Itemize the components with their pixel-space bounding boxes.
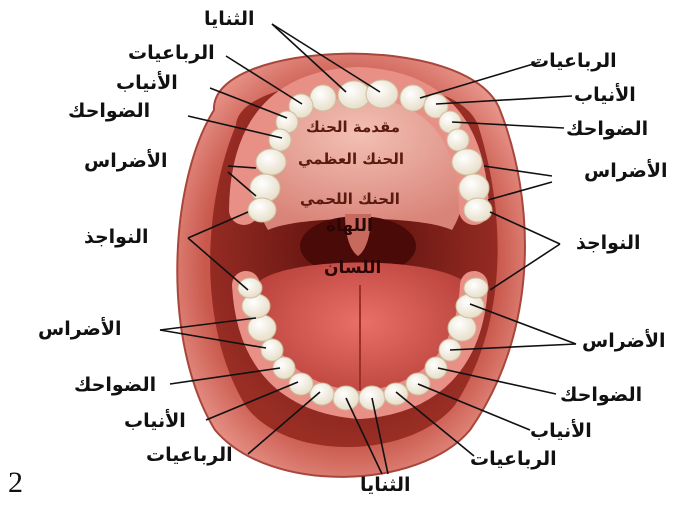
uvula-label: اللهاة: [326, 216, 373, 236]
page-number: 2: [8, 466, 23, 500]
label-lower-right-premolars: الضواحك: [560, 384, 642, 406]
label-lower-left-molars: الأضراس: [38, 318, 122, 340]
upper-tooth-10: [256, 149, 286, 175]
label-lower-left-lateral-incisors: الرباعيات: [146, 444, 233, 466]
label-upper-right-premolars: الضواحك: [566, 118, 648, 140]
upper-tooth-2: [310, 85, 336, 111]
label-upper-central-incisors: الثنايا: [204, 8, 255, 30]
lower-tooth-8: [261, 339, 283, 361]
label-lower-central-incisors: الثنايا: [360, 474, 411, 496]
lower-tooth-2: [310, 383, 334, 405]
label-upper-left-molars: الأضراس: [84, 150, 168, 172]
label-upper-left-premolars: الضواحك: [68, 100, 150, 122]
upper-tooth-15: [464, 198, 492, 222]
label-upper-left-wisdom: النواجذ: [84, 226, 149, 248]
upper-tooth-1: [366, 80, 398, 108]
label-lower-left-premolars: الضواحك: [74, 374, 156, 396]
upper-tooth-9: [447, 129, 469, 151]
tongue-label: اللسان: [324, 258, 381, 278]
label-upper-right-molars: الأضراس: [584, 160, 668, 182]
anterior-palate-label: مقدمة الحنك: [306, 118, 400, 136]
label-lower-left-canine: الأنياب: [124, 410, 186, 432]
label-lower-right-lateral-incisors: الرباعيات: [470, 448, 557, 470]
soft-palate-label: الحنك اللحمي: [300, 190, 400, 208]
lower-tooth-11: [448, 315, 476, 341]
label-upper-right-wisdom: النواجذ: [576, 232, 641, 254]
upper-tooth-0: [338, 81, 370, 109]
label-upper-left-lateral-incisors: الرباعيات: [128, 42, 215, 64]
lower-tooth-14: [238, 278, 262, 298]
lower-tooth-15: [464, 278, 488, 298]
upper-tooth-11: [452, 149, 482, 175]
label-upper-left-canine: الأنياب: [116, 72, 178, 94]
upper-tooth-8: [269, 129, 291, 151]
hard-palate-label: الحنك العظمي: [298, 150, 404, 168]
label-upper-right-lateral-incisors: الرباعيات: [530, 50, 617, 72]
upper-tooth-14: [248, 198, 276, 222]
label-lower-right-canine: الأنياب: [530, 420, 592, 442]
label-lower-right-molars: الأضراس: [582, 330, 666, 352]
label-upper-right-canine: الأنياب: [574, 84, 636, 106]
lower-tooth-3: [384, 383, 408, 405]
lower-tooth-7: [425, 357, 447, 379]
upper-tooth-13: [459, 174, 489, 202]
